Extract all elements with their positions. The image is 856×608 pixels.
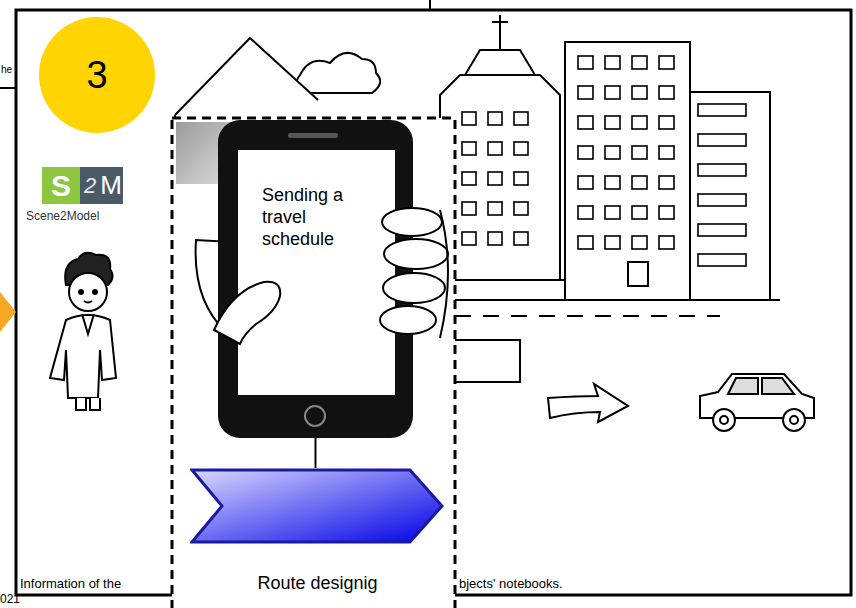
window [488, 142, 502, 155]
road-line [455, 315, 720, 317]
car-sketch [700, 374, 814, 431]
callout-number: 3 [39, 17, 155, 133]
window [578, 206, 593, 219]
window [632, 146, 647, 159]
window [514, 172, 528, 185]
window [659, 236, 674, 249]
window [698, 164, 746, 176]
window [578, 176, 593, 189]
phone-body [218, 120, 413, 438]
door [628, 262, 648, 286]
window [514, 112, 528, 125]
window [578, 236, 593, 249]
window [605, 146, 620, 159]
window [578, 86, 593, 99]
phone-speaker [288, 133, 338, 138]
window [659, 176, 674, 189]
window [488, 232, 502, 245]
process-label: Route designig [190, 572, 445, 594]
window [578, 116, 593, 129]
window [462, 172, 476, 185]
logo-letter: S [42, 167, 80, 204]
logo-block [80, 167, 123, 204]
window [659, 56, 674, 69]
window [605, 206, 620, 219]
logo-name: Scene2Model [26, 208, 136, 224]
window [514, 202, 528, 215]
page-date: 021 [0, 592, 30, 606]
person-figure [50, 253, 116, 410]
window [488, 202, 502, 215]
nav-triangle [0, 292, 16, 332]
connector-line [315, 438, 317, 468]
callout-circle [39, 17, 155, 133]
window [698, 254, 746, 266]
window [514, 232, 528, 245]
window [632, 176, 647, 189]
phone-node: Sending a travel schedule [218, 120, 413, 438]
logo-block [42, 167, 80, 204]
window [578, 56, 593, 69]
window [698, 134, 746, 146]
window [632, 56, 647, 69]
chevron-shape [190, 468, 445, 544]
window [632, 86, 647, 99]
back-slide-text: he [1, 64, 15, 76]
window [605, 86, 620, 99]
window [632, 116, 647, 129]
window [514, 142, 528, 155]
sign-box [452, 340, 520, 382]
window [698, 194, 746, 206]
window [632, 206, 647, 219]
window [605, 116, 620, 129]
window [698, 224, 746, 236]
window [578, 146, 593, 159]
window [659, 206, 674, 219]
logo-letter: M [99, 167, 123, 204]
process-chevron: Route designig [190, 466, 445, 604]
window [462, 112, 476, 125]
window [605, 236, 620, 249]
window [488, 112, 502, 125]
slide-caption: bjects' notebooks. [459, 576, 659, 592]
window [462, 142, 476, 155]
window [659, 86, 674, 99]
screen-text: Sending a travel schedule [262, 184, 380, 250]
hand-thumb [214, 282, 280, 344]
window [605, 176, 620, 189]
window [659, 146, 674, 159]
slide-caption: Information of the [20, 576, 170, 592]
hand-fingers [380, 208, 448, 338]
window [488, 172, 502, 185]
window [659, 116, 674, 129]
window [605, 56, 620, 69]
windows [462, 56, 746, 266]
window [462, 202, 476, 215]
phone-button [305, 406, 325, 426]
window [462, 232, 476, 245]
arrow-sketch [548, 384, 628, 422]
phone-screen [238, 150, 395, 395]
window [698, 104, 746, 116]
logo-letter: 2 [80, 167, 100, 204]
dashed-overlay [172, 118, 455, 608]
window [632, 236, 647, 249]
